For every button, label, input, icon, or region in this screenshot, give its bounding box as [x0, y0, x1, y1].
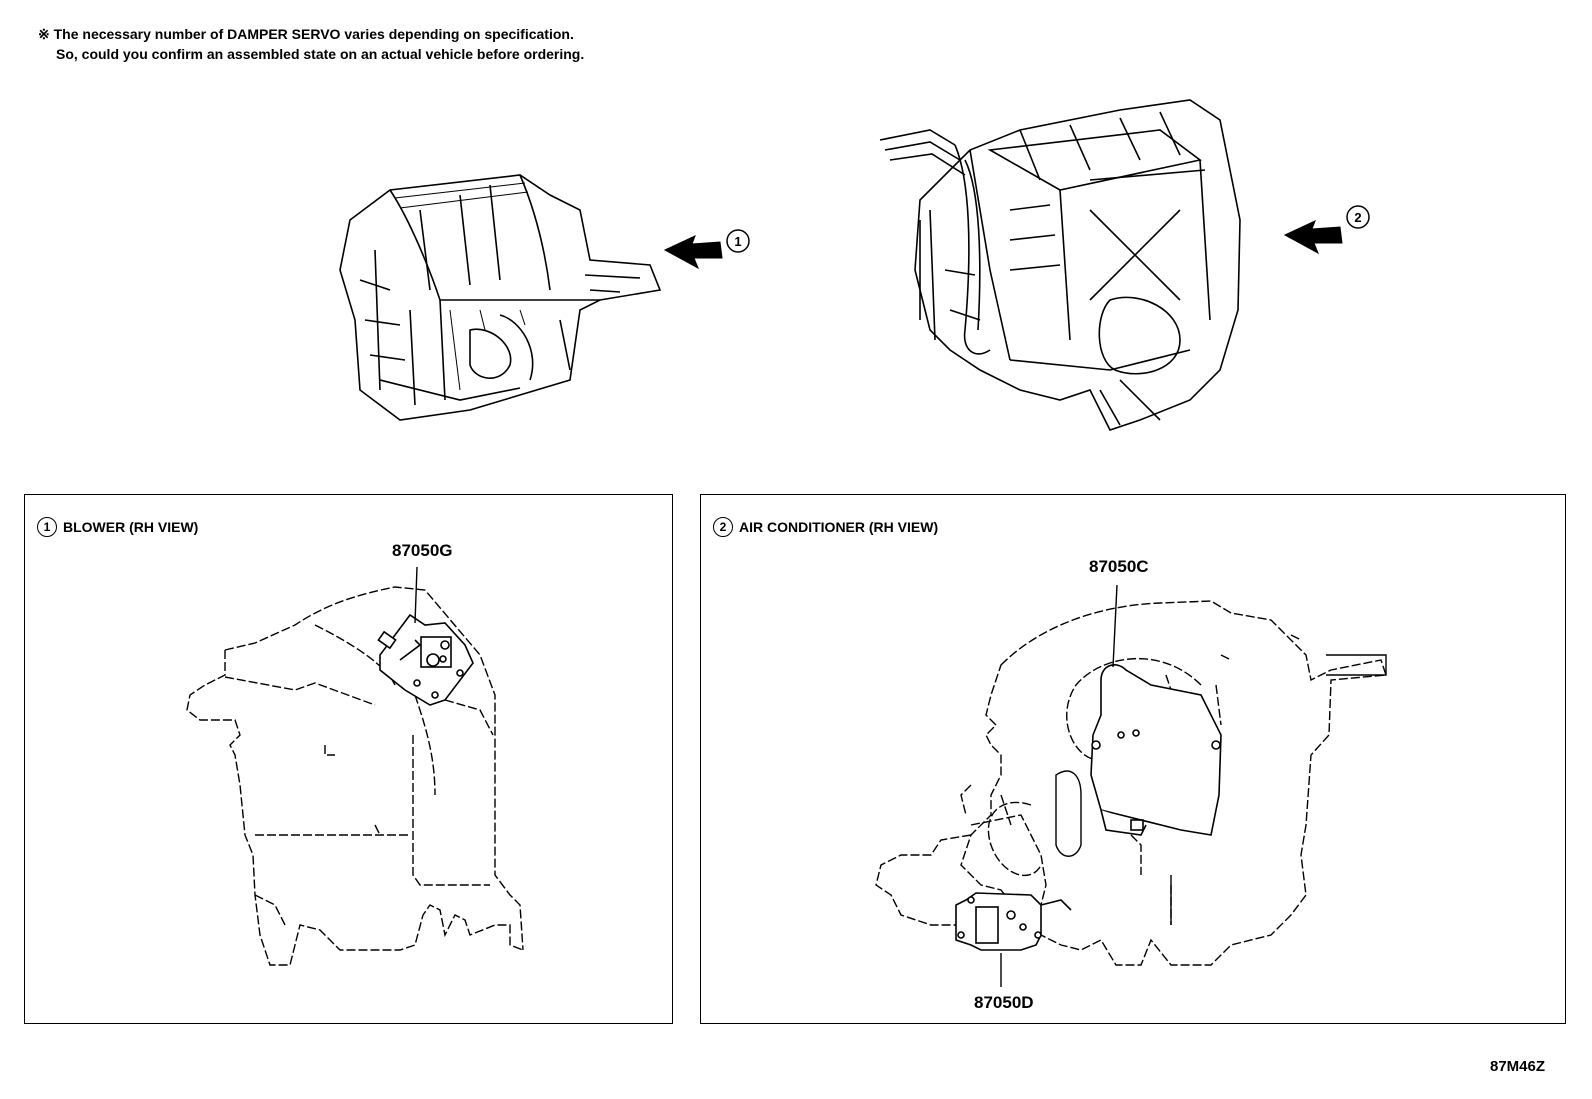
blower-panel-title: 1 BLOWER (RH VIEW) — [37, 517, 198, 537]
part-number-87050D[interactable]: 87050D — [974, 993, 1034, 1012]
note-line-2: So, could you confirm an assembled state… — [56, 46, 585, 62]
air-conditioner-assembly-drawing: 2 — [879, 99, 1370, 431]
callout-1-label: 1 — [734, 234, 741, 249]
blower-rh-view-drawing — [186, 566, 524, 966]
part-number-87050G[interactable]: 87050G — [392, 541, 453, 560]
arrow-to-air-conditioner — [1283, 220, 1343, 255]
air-conditioner-rh-view-drawing — [875, 584, 1387, 987]
arrow-to-blower — [663, 235, 723, 270]
panel-1-title-text: BLOWER (RH VIEW) — [63, 519, 199, 535]
air-conditioner-panel-title: 2 AIR CONDITIONER (RH VIEW) — [713, 517, 938, 537]
leader-87050C — [1112, 584, 1118, 668]
note-line-1: ※ The necessary number of DAMPER SERVO v… — [38, 26, 574, 42]
panel-1-number: 1 — [37, 517, 57, 537]
air-conditioner-detail-panel: 2 AIR CONDITIONER (RH VIEW) 87050C 87050… — [700, 494, 1566, 1024]
callout-2-label: 2 — [1354, 210, 1361, 225]
blower-detail-panel: 1 BLOWER (RH VIEW) 87050G — [24, 494, 673, 1024]
blower-assembly-drawing: 1 — [339, 174, 750, 421]
panel-2-number: 2 — [713, 517, 733, 537]
panel-2-title-text: AIR CONDITIONER (RH VIEW) — [739, 519, 939, 535]
part-number-87050C[interactable]: 87050C — [1089, 557, 1149, 576]
leader-87050G — [414, 566, 418, 624]
illustration-reference-code: 87M46Z — [1490, 1058, 1546, 1075]
specification-note: ※ The necessary number of DAMPER SERVO v… — [38, 24, 584, 64]
